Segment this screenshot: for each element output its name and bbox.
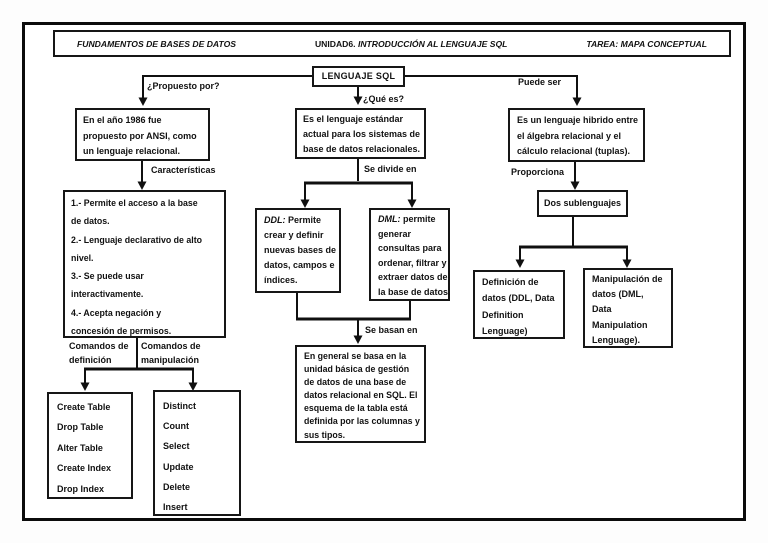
dml-first-rest: permite xyxy=(400,214,436,224)
header-unit-subject: INTRODUCCIÓN AL LENGUAJE SQL xyxy=(357,38,508,49)
ddl-term: DDL: xyxy=(264,215,286,225)
dml-term: DML: xyxy=(378,214,401,224)
ddl-first-line: DDL: Permite xyxy=(264,213,332,228)
edge-label-se-basan-en: Se basan en xyxy=(365,325,418,335)
edge-label-propuesto-por: ¿Propuesto por? xyxy=(147,81,220,91)
ddl-first-rest: Permite xyxy=(285,215,322,225)
header-course: FUNDAMENTOS DE BASES DE DATOS xyxy=(77,38,237,49)
edge-label-que-es: ¿Qué es? xyxy=(363,94,405,104)
header-unit: UNIDAD6. xyxy=(314,38,356,49)
node-dos-sublenguajes: Dos sublenguajes xyxy=(537,190,628,217)
header-bar: FUNDAMENTOS DE BASES DE DATOS UNIDAD6. I… xyxy=(53,30,731,57)
edge-label-proporciona: Proporciona xyxy=(511,167,565,177)
header-unit-title: UNIDAD6. INTRODUCCIÓN AL LENGUAJE SQL xyxy=(315,39,507,49)
edge-label-caracteristicas: Características xyxy=(151,165,216,175)
edge-label-puede-ser: Puede ser xyxy=(518,77,562,87)
dml-first-line: DML: permite xyxy=(378,212,441,227)
edge-label-se-divide-en: Se divide en xyxy=(364,164,417,174)
header-task: TAREA: MAPA CONCEPTUAL xyxy=(586,38,707,49)
node-lenguaje-sql: LENGUAJE SQL xyxy=(312,66,405,87)
